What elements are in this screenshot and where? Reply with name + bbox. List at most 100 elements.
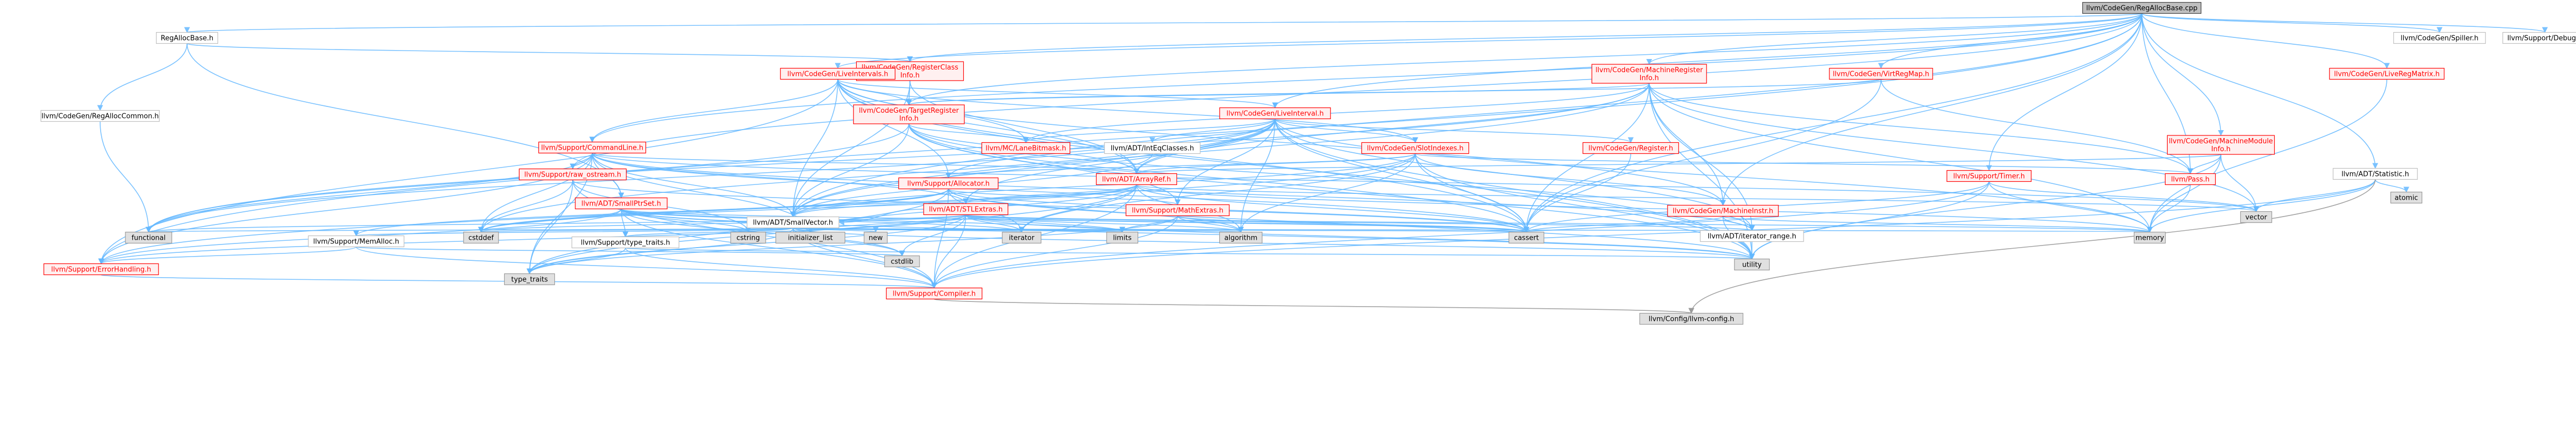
node-MathExtras[interactable]: llvm/Support/MathExtras.h [1125,204,1230,217]
edge-MemAlloc-to-Compiler [356,246,937,289]
node-initializer_list: initializer_list [775,231,846,244]
edge-MachineRegisterInfo-to-vector [1649,83,2259,212]
node-box-root [2082,2,2202,14]
node-LiveRegMatrix[interactable]: llvm/CodeGen/LiveRegMatrix.h [2329,67,2445,80]
edge-root-to-CommandLine [589,13,2142,143]
node-box-raw_ostream [518,168,627,181]
node-label-Timer: llvm/Support/Timer.h [1953,173,2025,181]
node-SmallPtrSet[interactable]: llvm/ADT/SmallPtrSet.h [575,197,668,210]
node-new: new [864,231,888,244]
node-Allocator[interactable]: llvm/Support/Allocator.h [898,177,998,190]
node-raw_ostream[interactable]: llvm/Support/raw_ostream.h [518,168,627,181]
edge-Statistic-to-llvm_config [1688,179,2376,314]
edge-TargetRegisterInfo-to-utility [908,123,1755,260]
node-label-RegAllocCommon: llvm/CodeGen/RegAllocCommon.h [42,113,159,121]
edge-LiveInterval-to-algorithm [1238,119,1276,233]
node-box-cstddef [463,231,499,244]
node-label-utility: utility [1742,261,1762,269]
edge-root-to-Statistic [2141,13,2378,169]
node-cstdlib: cstdlib [884,255,920,268]
node-type_traits_h[interactable]: llvm/Support/type_traits.h [571,236,680,249]
node-label-LiveRegMatrix: llvm/CodeGen/LiveRegMatrix.h [2334,71,2440,79]
edge-type_traits_h-to-type_traits [526,248,626,275]
node-box-vector [2240,211,2273,223]
node-label-memory: memory [2136,234,2164,242]
node-box-Statistic [2333,168,2418,180]
edge-LiveIntervals-to-MachineInstr [837,79,1726,206]
node-MemAlloc[interactable]: llvm/Support/MemAlloc.h [308,235,405,248]
node-label-RegAllocBase: RegAllocBase.h [161,35,213,43]
node-SmallVector[interactable]: llvm/ADT/SmallVector.h [747,216,839,229]
node-llvm_config: llvm/Config/llvm-config.h [1639,312,1744,325]
edge-CommandLine-to-SmallVector [592,153,796,218]
edge-LiveInterval-to-functional [145,119,1276,233]
edge-LiveInterval-to-memory [1275,119,2153,233]
edge-MachineRegisterInfo-to-LaneBitmask [1023,83,1650,143]
node-box-CommandLine [538,141,647,154]
node-VirtRegMap[interactable]: llvm/CodeGen/VirtRegMap.h [1829,67,1933,80]
node-Timer[interactable]: llvm/Support/Timer.h [1946,170,2032,182]
node-RegAllocCommon[interactable]: llvm/CodeGen/RegAllocCommon.h [40,110,160,122]
node-box-cstring [730,231,766,244]
node-ArrayRef[interactable]: llvm/ADT/ArrayRef.h [1096,173,1178,185]
edge-MachineModuleInfo-to-Pass [2187,154,2221,174]
node-Compiler[interactable]: llvm/Support/Compiler.h [886,287,983,300]
node-label-CodeGenRegister: llvm/CodeGen/Register.h [1589,145,1673,153]
edge-LiveInterval-to-LaneBitmask [1023,118,1276,143]
node-functional: functional [125,231,172,244]
node-box-llvm_config [1639,312,1744,325]
node-LiveIntervals[interactable]: llvm/CodeGen/LiveIntervals.h [780,67,896,80]
node-Statistic[interactable]: llvm/ADT/Statistic.h [2333,168,2418,180]
node-LaneBitmask[interactable]: llvm/MC/LaneBitmask.h [981,142,1071,154]
edge-SmallVector-to-memory [792,226,2150,233]
edge-SmallVector-to-functional [147,226,794,233]
node-root[interactable]: llvm/CodeGen/RegAllocBase.cpp [2082,2,2202,14]
edge-MathExtras-to-Compiler [931,215,1178,289]
node-label-raw_ostream: llvm/Support/raw_ostream.h [524,171,621,179]
node-box-MachineInstr [1667,204,1779,217]
edge-Timer-to-vector [1989,181,2259,212]
edge-CommandLine-to-cassert [592,153,1530,233]
node-box-iterator_range [1700,230,1804,242]
node-box-MathExtras [1125,204,1230,217]
edge-Statistic-to-atomic [2375,179,2410,193]
edge-MachineModuleInfo-to-memory [2147,154,2221,233]
edge-Timer-to-Compiler [931,181,1990,289]
node-box-MachineModuleInfo [2167,135,2275,155]
node-LiveInterval[interactable]: llvm/CodeGen/LiveInterval.h [1219,107,1331,120]
node-label-initializer_list: initializer_list [788,234,832,242]
node-MachineInstr[interactable]: llvm/CodeGen/MachineInstr.h [1667,204,1779,217]
node-box-LiveInterval [1219,107,1331,120]
node-box-Spiller [2393,32,2486,44]
node-ErrorHandling[interactable]: llvm/Support/ErrorHandling.h [43,263,159,276]
node-iterator_range[interactable]: llvm/ADT/iterator_range.h [1700,230,1804,242]
node-RegAllocBase[interactable]: RegAllocBase.h [156,32,219,44]
node-box-IntEqClasses [1104,142,1201,154]
node-label-algorithm: algorithm [1225,234,1258,242]
node-SlotIndexes[interactable]: llvm/CodeGen/SlotIndexes.h [1361,142,1470,154]
node-box-SmallVector [747,216,839,229]
node-box-cstdlib [884,255,920,268]
node-CodeGenRegister[interactable]: llvm/CodeGen/Register.h [1582,142,1679,154]
node-Pass[interactable]: llvm/Pass.h [2164,173,2216,185]
node-STLExtras[interactable]: llvm/ADT/STLExtras.h [923,203,1008,215]
edge-MachineModuleInfo-to-ArrayRef [1134,154,2221,174]
node-IntEqClasses[interactable]: llvm/ADT/IntEqClasses.h [1104,142,1201,154]
edge-root-to-cassert [1523,13,2142,233]
edge-LiveRegMatrix-to-memory [2147,79,2387,233]
edge-SmallPtrSet-to-utility [621,208,1755,260]
node-Debug[interactable]: llvm/Support/Debug.h [2502,32,2576,44]
node-box-VirtRegMap [1829,67,1933,80]
node-CommandLine[interactable]: llvm/Support/CommandLine.h [538,141,647,154]
edge-RegisterClassInfo-to-SmallVector [790,80,910,218]
node-cassert: cassert [1509,231,1544,244]
node-box-new [864,231,888,244]
edge-root-to-RegisterClassInfo [907,13,2142,63]
node-label-type_traits: type_traits [511,276,548,284]
node-Spiller[interactable]: llvm/CodeGen/Spiller.h [2393,32,2486,44]
